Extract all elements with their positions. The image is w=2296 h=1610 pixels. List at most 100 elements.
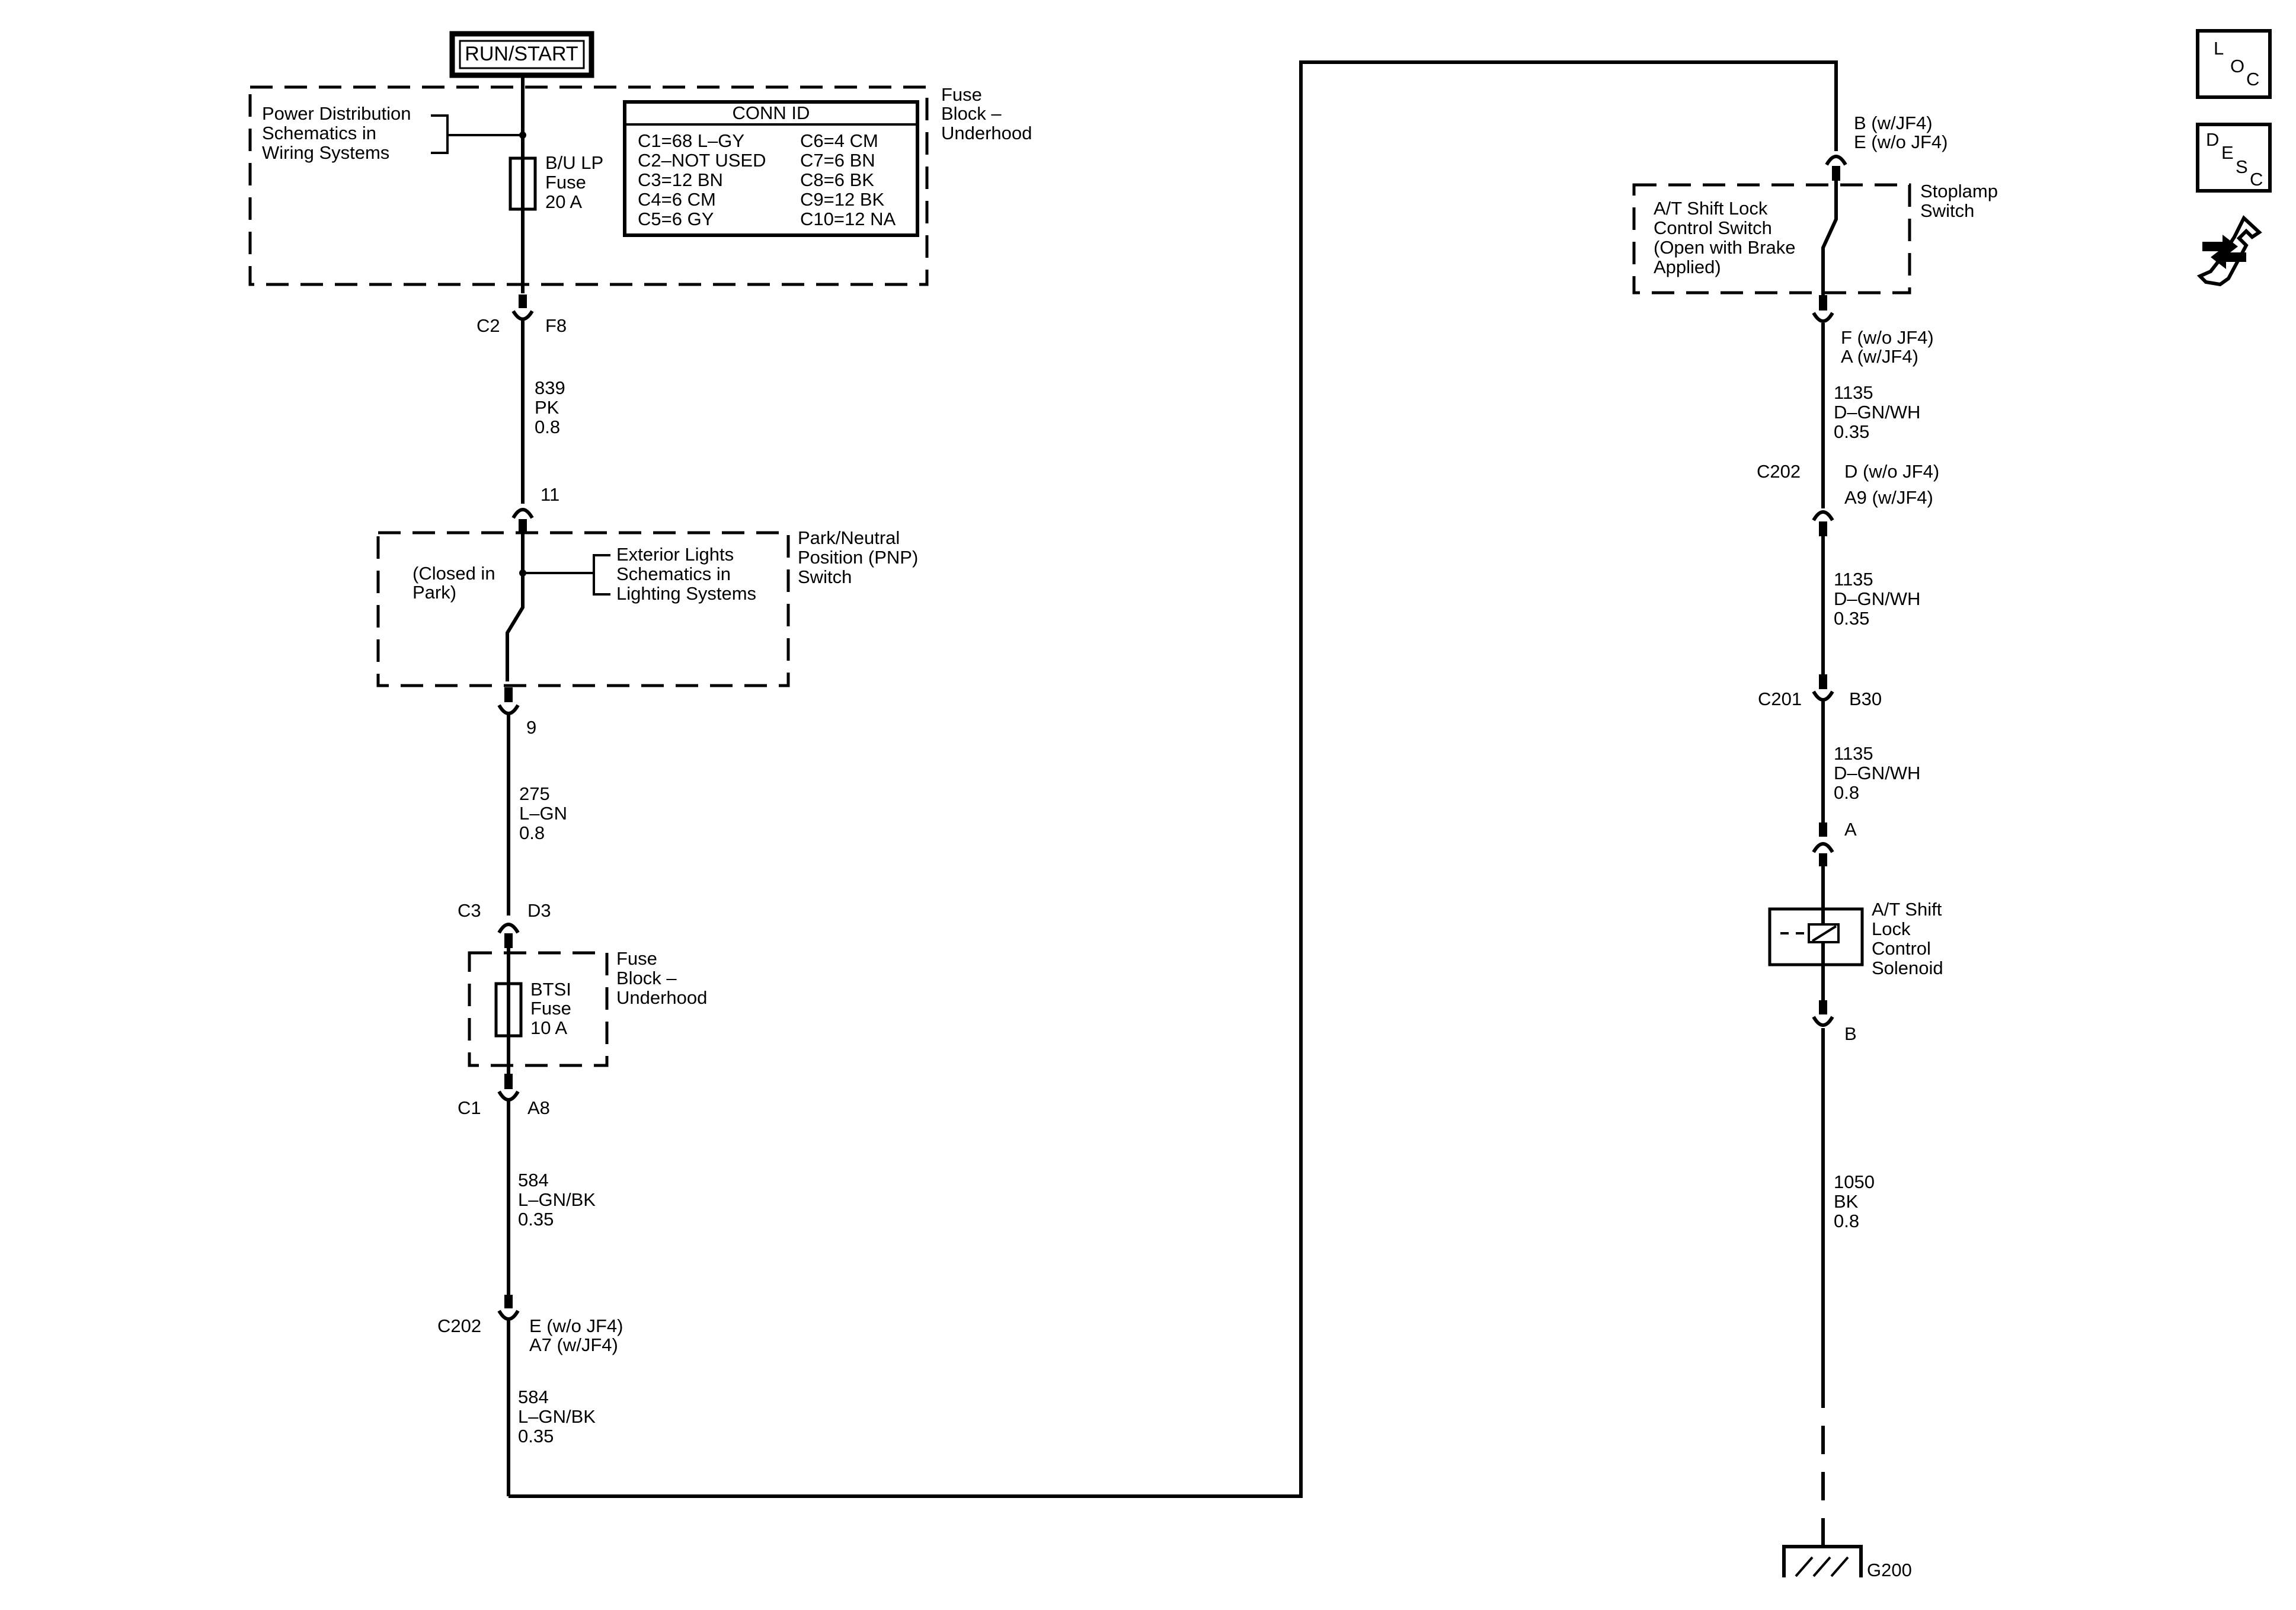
fuse-block-underhood-label: Fuse Block – Underhood [941,84,1032,143]
wire-584-label-a: 584 L–GN/BK 0.35 [518,1170,596,1230]
svg-text:D–GN/WH: D–GN/WH [1834,588,1920,609]
run-start-label: RUN/START [465,43,578,65]
desc-button[interactable]: D E S C [2196,123,2272,193]
conn-id-title: CONN ID [733,103,810,123]
closed-in-park-note: (Closed in Park) [412,563,495,603]
svg-text:D: D [2206,129,2219,150]
svg-text:L–GN: L–GN [519,803,567,824]
svg-text:0.35: 0.35 [1834,608,1869,629]
fuse-block-underhood-label-2: Fuse Block – Underhood [616,948,707,1008]
stoplamp-switch-contact [1821,181,1838,295]
svg-text:C10=12 NA: C10=12 NA [800,209,896,229]
svg-text:PK: PK [535,397,559,418]
svg-text:Position (PNP): Position (PNP) [798,547,918,568]
svg-text:275: 275 [519,783,550,804]
svg-text:Lighting Systems: Lighting Systems [616,583,756,604]
svg-text:0.35: 0.35 [518,1209,554,1230]
svg-text:C6=4 CM: C6=4 CM [800,130,878,151]
svg-text:D (w/o JF4): D (w/o JF4) [1844,461,1939,482]
svg-text:0.35: 0.35 [1834,421,1869,442]
svg-text:C9=12 BK: C9=12 BK [800,189,885,210]
connector-c202-left: C202 E (w/o JF4) A7 (w/JF4) [437,1295,623,1355]
svg-text:0.8: 0.8 [1834,1211,1859,1231]
svg-text:C1: C1 [458,1097,481,1118]
svg-text:F (w/o JF4): F (w/o JF4) [1841,327,1934,348]
svg-text:Block –: Block – [941,103,1002,124]
power-distribution-reference[interactable]: Power Distribution Schematics in Wiring … [262,103,526,163]
svg-text:Block –: Block – [616,968,677,988]
svg-text:1135: 1135 [1834,743,1873,764]
svg-text:D3: D3 [527,900,551,921]
svg-text:Solenoid: Solenoid [1872,958,1943,978]
ground-g200-symbol: G200 [1782,1545,1912,1580]
svg-text:11: 11 [541,484,559,505]
svg-text:BTSI: BTSI [530,979,571,1000]
crossover-wire-584 [509,60,1838,1498]
svg-text:1135: 1135 [1834,382,1873,403]
svg-text:Park): Park) [412,582,456,603]
connector-c202-right: C202 D (w/o JF4) A9 (w/JF4) [1757,461,1939,536]
connector-pin-11: 11 [511,484,559,533]
exterior-lights-reference[interactable]: Exterior Lights Schematics in Lighting S… [616,544,756,604]
svg-text:B/U LP: B/U LP [545,152,603,173]
svg-text:C2: C2 [477,315,500,336]
svg-text:584: 584 [518,1387,549,1407]
connector-c201-b30: C201 B30 [1758,674,1882,709]
svg-text:A/T Shift: A/T Shift [1872,899,1942,920]
pnp-switch-box [376,531,790,687]
svg-text:D–GN/WH: D–GN/WH [1834,763,1920,783]
svg-text:Fuse: Fuse [616,948,657,969]
wire-839-label: 839 PK 0.8 [535,377,565,437]
svg-text:D–GN/WH: D–GN/WH [1834,402,1920,422]
wire-275-label: 275 L–GN 0.8 [519,783,567,843]
svg-text:C: C [2246,69,2259,89]
svg-text:F8: F8 [545,315,567,336]
svg-text:Park/Neutral: Park/Neutral [798,527,900,548]
svg-text:Lock: Lock [1872,918,1911,939]
svg-text:Schematics in: Schematics in [616,564,731,584]
svg-text:584: 584 [518,1170,549,1190]
svg-text:C2–NOT USED: C2–NOT USED [638,150,766,171]
svg-text:C202: C202 [437,1315,481,1336]
svg-text:L: L [2214,38,2224,59]
wire-1135-label-b: 1135 D–GN/WH 0.35 [1834,569,1920,629]
svg-text:A: A [1844,819,1857,840]
loc-button[interactable]: L O C [2196,29,2272,99]
svg-text:C: C [2250,169,2263,190]
svg-text:O: O [2230,56,2244,76]
wire-1135-label-c: 1135 D–GN/WH 0.8 [1834,743,1920,803]
svg-text:20 A: 20 A [545,191,582,212]
svg-text:1050: 1050 [1834,1172,1875,1192]
svg-text:Power Distribution: Power Distribution [262,103,411,124]
btsi-fuse-label: BTSI Fuse 10 A [530,979,571,1038]
svg-text:E: E [2221,142,2234,163]
svg-text:E (w/o JF4): E (w/o JF4) [1854,132,1948,152]
svg-text:Control Switch: Control Switch [1654,217,1772,238]
pnp-switch-contact [506,533,610,681]
svg-text:Fuse: Fuse [941,84,982,105]
connector-pin-a: A [1812,819,1857,866]
svg-text:L–GN/BK: L–GN/BK [518,1189,596,1210]
connector-c1-a8: C1 A8 [458,1074,550,1118]
wrench-arrows-icon[interactable] [2196,215,2262,287]
run-start-power-box: RUN/START [449,31,594,78]
svg-text:S: S [2236,156,2248,177]
stoplamp-switch-box [1632,183,1911,295]
svg-text:0.8: 0.8 [519,822,545,843]
svg-text:Schematics in: Schematics in [262,123,376,143]
bu-lp-fuse-label: B/U LP Fuse 20 A [545,152,603,212]
stoplamp-switch-output-pins: F (w/o JF4) A (w/JF4) [1812,295,1934,367]
svg-text:9: 9 [526,717,536,738]
svg-text:Switch: Switch [1920,200,1974,221]
svg-text:Wiring Systems: Wiring Systems [262,142,389,163]
svg-text:A7 (w/JF4): A7 (w/JF4) [529,1334,618,1355]
svg-text:(Closed in: (Closed in [412,563,495,584]
svg-text:Underhood: Underhood [616,987,707,1008]
svg-text:E (w/o JF4): E (w/o JF4) [529,1315,623,1336]
svg-text:Switch: Switch [798,566,852,587]
connector-pin-b: B [1812,1000,1857,1044]
wire-1050-label: 1050 BK 0.8 [1834,1172,1875,1231]
svg-text:BK: BK [1834,1191,1859,1212]
svg-text:B (w/JF4): B (w/JF4) [1854,113,1933,133]
pnp-switch-label: Park/Neutral Position (PNP) Switch [798,527,918,587]
